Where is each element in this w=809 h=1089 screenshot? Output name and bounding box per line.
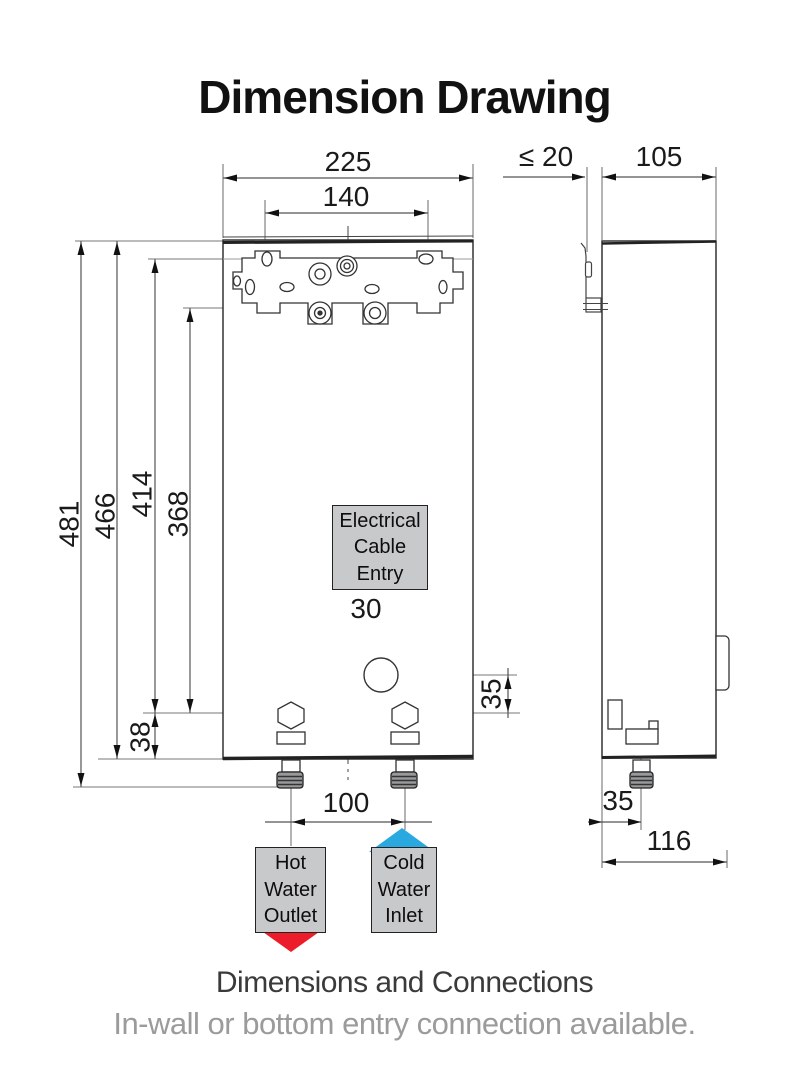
hot-fitting-hex [277,701,305,730]
cable-entry-hole [363,657,399,693]
caption-heading: Dimensions and Connections [215,966,594,999]
dim-connection-from-back: 35 [602,785,633,816]
side-connection [607,699,659,773]
dim-cable-offset: 30 [350,593,381,624]
dim-body-height: 466 [90,493,121,540]
caption: Dimensions and Connections In-wall or bo… [0,966,809,1042]
dim-total-depth: 116 [647,825,692,856]
dimension-arrowheads [77,173,726,866]
dim-connections-to-bottom: 38 [125,721,156,752]
heater-body-front [222,239,474,760]
cold-water-inlet-label: Cold Water Inlet [371,847,437,933]
dim-front-width: 225 [325,146,372,177]
wall-bracket-side [580,242,608,313]
cold-water-arrow-icon [369,828,435,852]
electrical-cable-entry-label: Electrical Cable Entry [332,505,428,590]
dim-lower-mount-to-connections: 368 [163,491,194,538]
mounting-bracket [232,250,464,325]
dim-upper-mount-to-connections: 414 [127,471,158,518]
heater-body-side [601,240,717,759]
dim-total-height: 481 [54,501,85,548]
threaded-connectors [276,771,418,789]
page-title: Dimension Drawing [198,71,611,123]
hot-water-outlet-label: Hot Water Outlet [255,847,326,933]
front-view [222,235,474,789]
side-view [580,240,730,789]
water-fittings [276,701,420,773]
front-panel-bulge [715,635,730,691]
mount-hole-right [418,253,434,265]
dim-mount-spacing: 140 [323,181,370,212]
dimension-labels: 225 140 ≤ 20 105 481 466 414 368 38 30 3… [54,141,692,856]
hot-water-arrow-icon [256,927,326,952]
dim-connection-spacing: 100 [323,787,370,818]
cold-fitting-hex [391,701,419,730]
dim-cable-above-connections: 35 [476,678,507,709]
dim-wall-depth: ≤ 20 [519,141,573,172]
mount-hole-left [261,251,273,267]
dim-body-depth: 105 [636,141,683,172]
caption-subtext: In-wall or bottom entry connection avail… [113,1006,696,1041]
